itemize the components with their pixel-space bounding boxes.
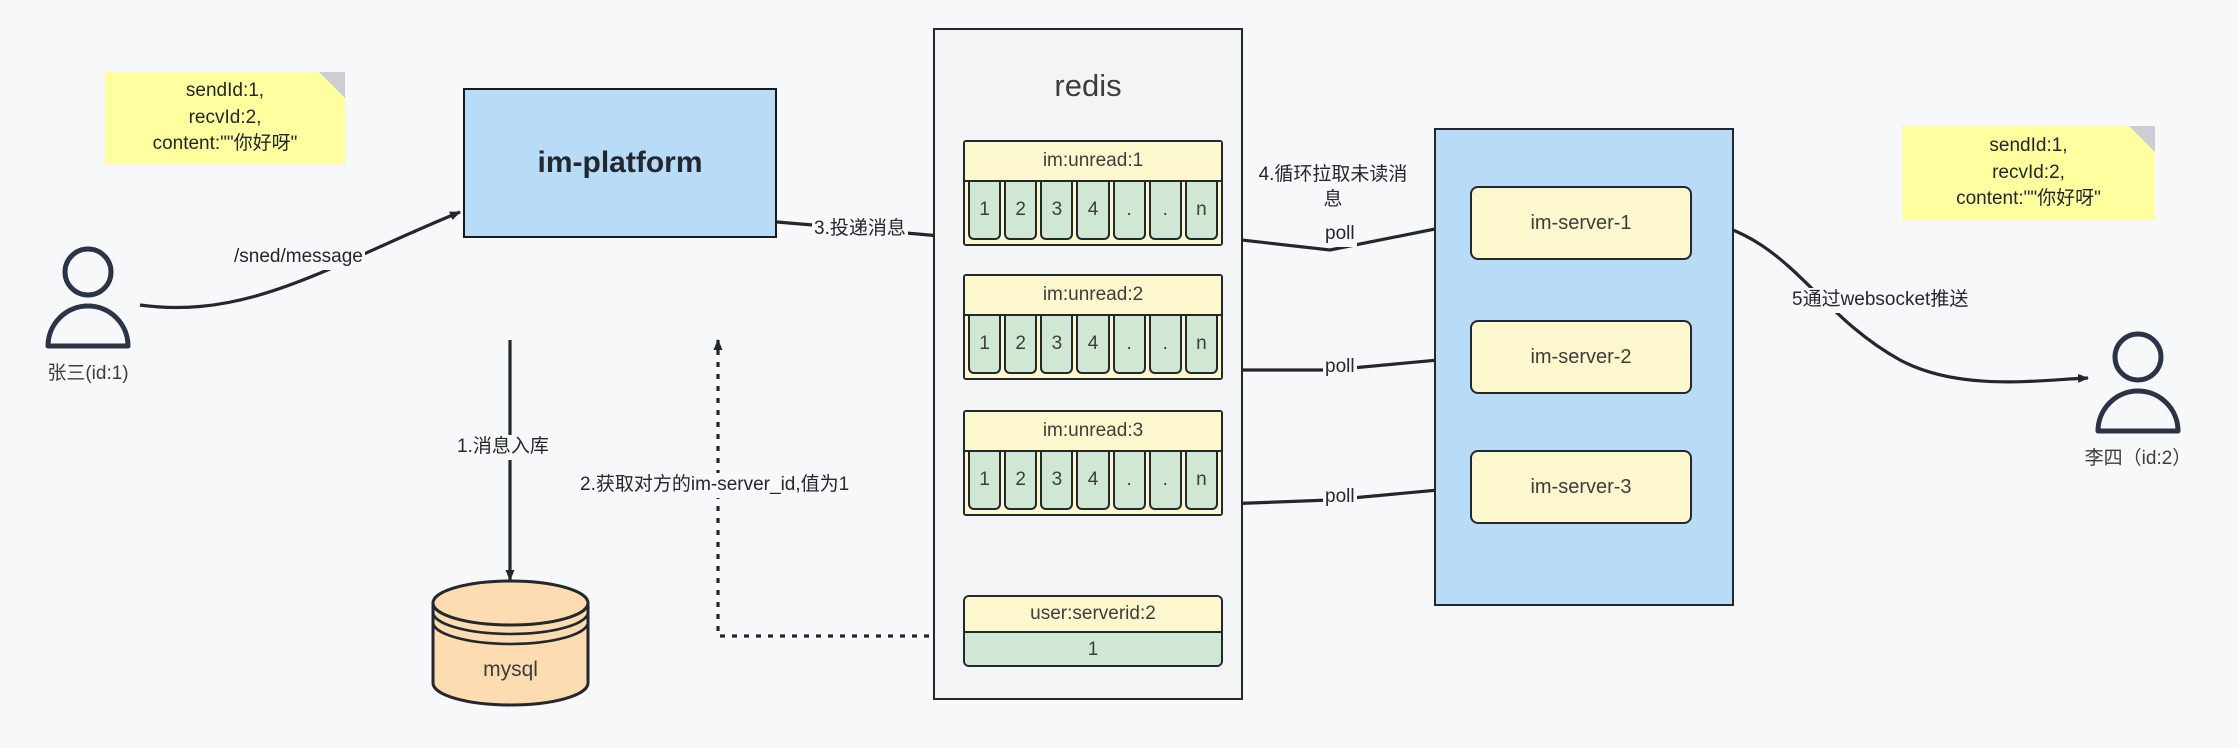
redis-list-3[interactable]: im:unread:3 1 2 3 4 . . n [963,410,1223,516]
redis-cell: 2 [1004,452,1038,510]
redis-cell: 3 [1040,182,1074,240]
redis-cell: 4 [1076,182,1110,240]
redis-cell: 1 [968,316,1002,374]
note-sender-text: sendId:1, recvId:2, content:""你好呀" [152,79,298,155]
actor-receiver-label: 李四（id:2） [2084,448,2192,469]
redis-cell: 3 [1040,316,1074,374]
redis-cell: . [1112,452,1146,510]
redis-list-1[interactable]: im:unread:1 1 2 3 4 . . n [963,140,1223,246]
container-redis-title: redis [1054,68,1122,103]
edge-label-poll-2: poll [1323,355,1357,380]
redis-cell: 1 [968,452,1002,510]
node-im-server-1[interactable]: im-server-1 [1470,186,1692,260]
node-mysql[interactable]: mysql [428,578,593,708]
redis-cell: n [1184,452,1218,510]
redis-cell: 2 [1004,182,1038,240]
actor-sender [40,245,136,349]
edge-label-step5: 5通过websocket推送 [1790,288,1971,313]
redis-list-2-cells: 1 2 3 4 . . n [965,316,1221,378]
redis-cell: 1 [968,182,1002,240]
redis-list-3-key: im:unread:3 [965,412,1221,452]
redis-cell: . [1148,316,1182,374]
edge-label-step4: 4.循环拉取未读消息 [1256,163,1410,213]
redis-kv-value: 1 [965,633,1221,665]
actor-sender-label: 张三(id:1) [47,363,129,384]
redis-kv-key: user:serverid:2 [965,597,1221,633]
note-sender-payload: sendId:1, recvId:2, content:""你好呀" [105,72,345,164]
redis-kv-user-serverid[interactable]: user:serverid:2 1 [963,595,1223,667]
redis-cell: 4 [1076,452,1110,510]
node-im-server-2[interactable]: im-server-2 [1470,320,1692,394]
node-im-server-3[interactable]: im-server-3 [1470,450,1692,524]
node-im-server-1-label: im-server-1 [1530,211,1632,234]
redis-cell: 2 [1004,316,1038,374]
redis-cell: . [1148,182,1182,240]
redis-list-1-key: im:unread:1 [965,142,1221,182]
redis-list-3-cells: 1 2 3 4 . . n [965,452,1221,514]
node-mysql-label: mysql [483,658,538,681]
redis-cell: . [1112,316,1146,374]
redis-cell: . [1148,452,1182,510]
node-im-platform-label: im-platform [537,146,703,179]
note-fold-icon [2129,126,2155,152]
note-receiver-payload: sendId:1, recvId:2, content:""你好呀" [1902,126,2155,220]
edge-label-poll-1: poll [1323,222,1357,247]
edge-label-step1: 1.消息入库 [455,435,551,460]
redis-list-2[interactable]: im:unread:2 1 2 3 4 . . n [963,274,1223,380]
note-fold-icon [319,72,345,98]
redis-cell: n [1184,316,1218,374]
node-im-server-2-label: im-server-2 [1530,345,1632,368]
redis-cell: . [1112,182,1146,240]
database-cylinder-icon: mysql [431,579,590,707]
note-receiver-text: sendId:1, recvId:2, content:""你好呀" [1956,134,2101,210]
edge-label-poll-3: poll [1323,485,1357,510]
node-im-server-3-label: im-server-3 [1530,475,1632,498]
redis-cell: 4 [1076,316,1110,374]
node-im-platform[interactable]: im-platform [463,88,777,238]
edge-label-send-message: /sned/message [232,245,365,270]
edge-label-step2: 2.获取对方的im-server_id,值为1 [578,473,852,498]
edge-label-step3: 3.投递消息 [812,217,908,242]
redis-list-1-cells: 1 2 3 4 . . n [965,182,1221,244]
redis-cell: 3 [1040,452,1074,510]
actor-receiver [2090,330,2186,434]
redis-cell: n [1184,182,1218,240]
person-icon [2095,331,2181,434]
person-icon [45,246,131,349]
redis-list-2-key: im:unread:2 [965,276,1221,316]
